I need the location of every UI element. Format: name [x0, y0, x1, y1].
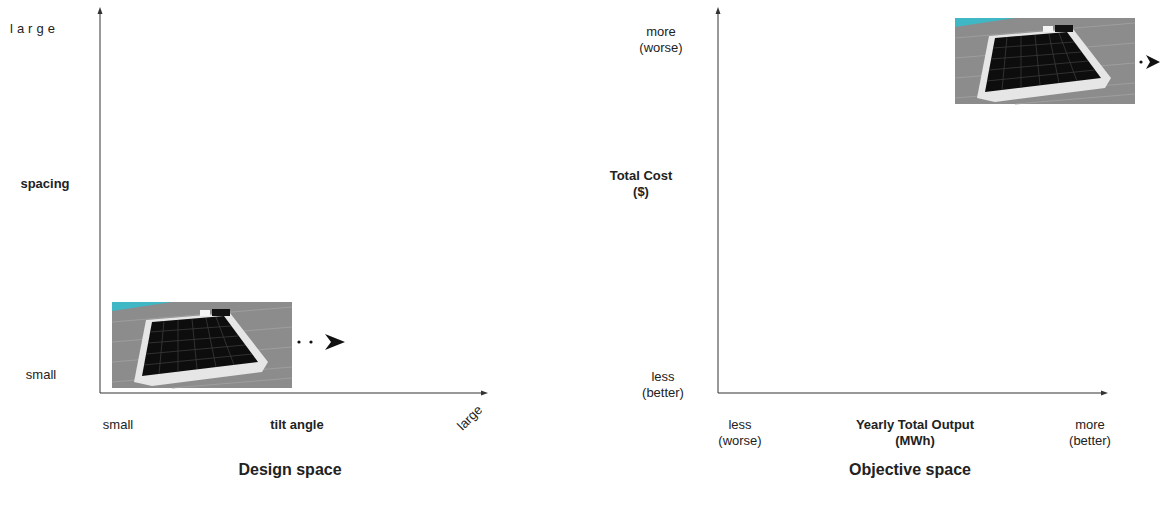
axis-title: Yearly Total Output (MWh): [845, 417, 985, 449]
axis-end-label: small: [88, 417, 148, 433]
axis-arrowhead: [98, 7, 103, 14]
design-axes: [100, 12, 483, 393]
solar-panel-image: [955, 18, 1135, 104]
panel-title: Objective space: [800, 460, 1020, 480]
axis-arrowhead: [716, 7, 721, 14]
solar-panel-image: [112, 302, 292, 388]
axis-title: Total Cost ($): [601, 168, 681, 200]
panel-title: Design space: [180, 460, 400, 480]
axis-title: tilt angle: [237, 417, 357, 433]
axis-end-label: less (worse): [710, 417, 770, 449]
axis-arrowhead: [481, 391, 488, 396]
dotted-arrow: [1139, 55, 1160, 69]
axis-title: spacing: [0, 176, 90, 192]
axis-end-label: more (better): [1060, 417, 1120, 449]
axis-end-label: large: [10, 21, 59, 37]
axis-end-label: small: [11, 367, 71, 383]
axis-end-label: less (better): [633, 369, 693, 401]
dotted-arrow: [297, 334, 345, 350]
axis-end-label: more (worse): [631, 24, 691, 56]
axis-end-label: large: [443, 391, 497, 445]
axis-arrowhead: [1101, 391, 1108, 396]
